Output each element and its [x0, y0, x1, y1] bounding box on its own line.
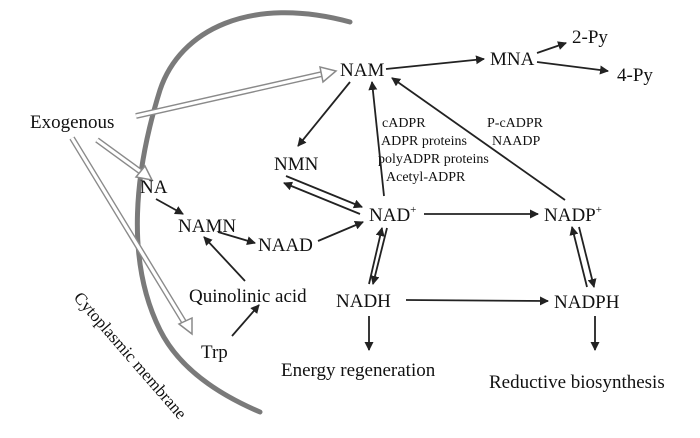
nad-product-acetyl-adpr: Acetyl-ADPR: [386, 170, 466, 185]
4py-label: 4-Py: [617, 65, 653, 86]
cytoplasmic-membrane-curve: [134, 10, 353, 415]
naad-to-nad-arrow: [317, 220, 364, 242]
nad-product-adpr-proteins: ADPR proteins: [381, 134, 467, 149]
nad-to-nam-arrow: [368, 81, 385, 197]
exogenous-to-nam-arrow: [135, 65, 338, 119]
naad-label: NAAD: [258, 235, 313, 256]
nadh-to-nad-arrow: [368, 227, 385, 285]
exogenous-label: Exogenous: [30, 112, 114, 133]
nam-label: NAM: [340, 60, 384, 81]
nmn-label: NMN: [274, 154, 319, 175]
quinolinic-acid-label: Quinolinic acid: [189, 286, 307, 307]
nad-to-nadh-arrow: [370, 227, 388, 285]
quinolinic-to-namn-arrow: [203, 236, 246, 282]
nam-to-mna-arrow: [385, 55, 485, 70]
nad-label: NAD+: [369, 204, 416, 226]
mna-to-4py-arrow: [536, 61, 609, 75]
nadp-product-naadp: NAADP: [492, 134, 540, 149]
nadp-label: NADP+: [544, 204, 602, 226]
na-label: NA: [140, 177, 168, 198]
nadp-to-nam-arrow: [391, 77, 566, 201]
trp-label: Trp: [201, 342, 228, 363]
nmn-to-nad-arrow: [285, 175, 363, 209]
nadh-to-nadph-arrow: [405, 296, 549, 306]
nam-to-nmn-arrow: [297, 81, 351, 147]
reductive-biosynthesis-label: Reductive biosynthesis: [489, 372, 665, 393]
exogenous-to-na-arrow: [95, 137, 154, 182]
nadh-label: NADH: [336, 291, 391, 312]
na-to-namn-arrow: [155, 198, 184, 215]
nadph-label: NADPH: [554, 292, 620, 313]
energy-regeneration-label: Energy regeneration: [281, 360, 436, 381]
nadph-to-nadp-arrow: [569, 226, 588, 288]
namn-to-naad-arrow: [217, 231, 256, 246]
trp-to-quinolinic-arrow: [231, 304, 260, 337]
nadp-product-p-cadpr: P-cADPR: [487, 116, 544, 131]
2py-label: 2-Py: [572, 27, 608, 48]
nad-to-nmn-arrow: [283, 181, 361, 215]
nadp-superscript: +: [596, 204, 602, 216]
nad-product-polyadpr-proteins: polyADPR proteins: [378, 152, 489, 167]
exogenous-to-trp-arrow: [69, 136, 193, 336]
nadp-to-nadph-arrow: [578, 226, 597, 288]
mna-label: MNA: [490, 49, 535, 70]
namn-label: NAMN: [178, 216, 236, 237]
nad-product-cadpr: cADPR: [382, 116, 426, 131]
mna-to-2py-arrow: [536, 41, 567, 54]
nad-superscript: +: [410, 204, 416, 216]
